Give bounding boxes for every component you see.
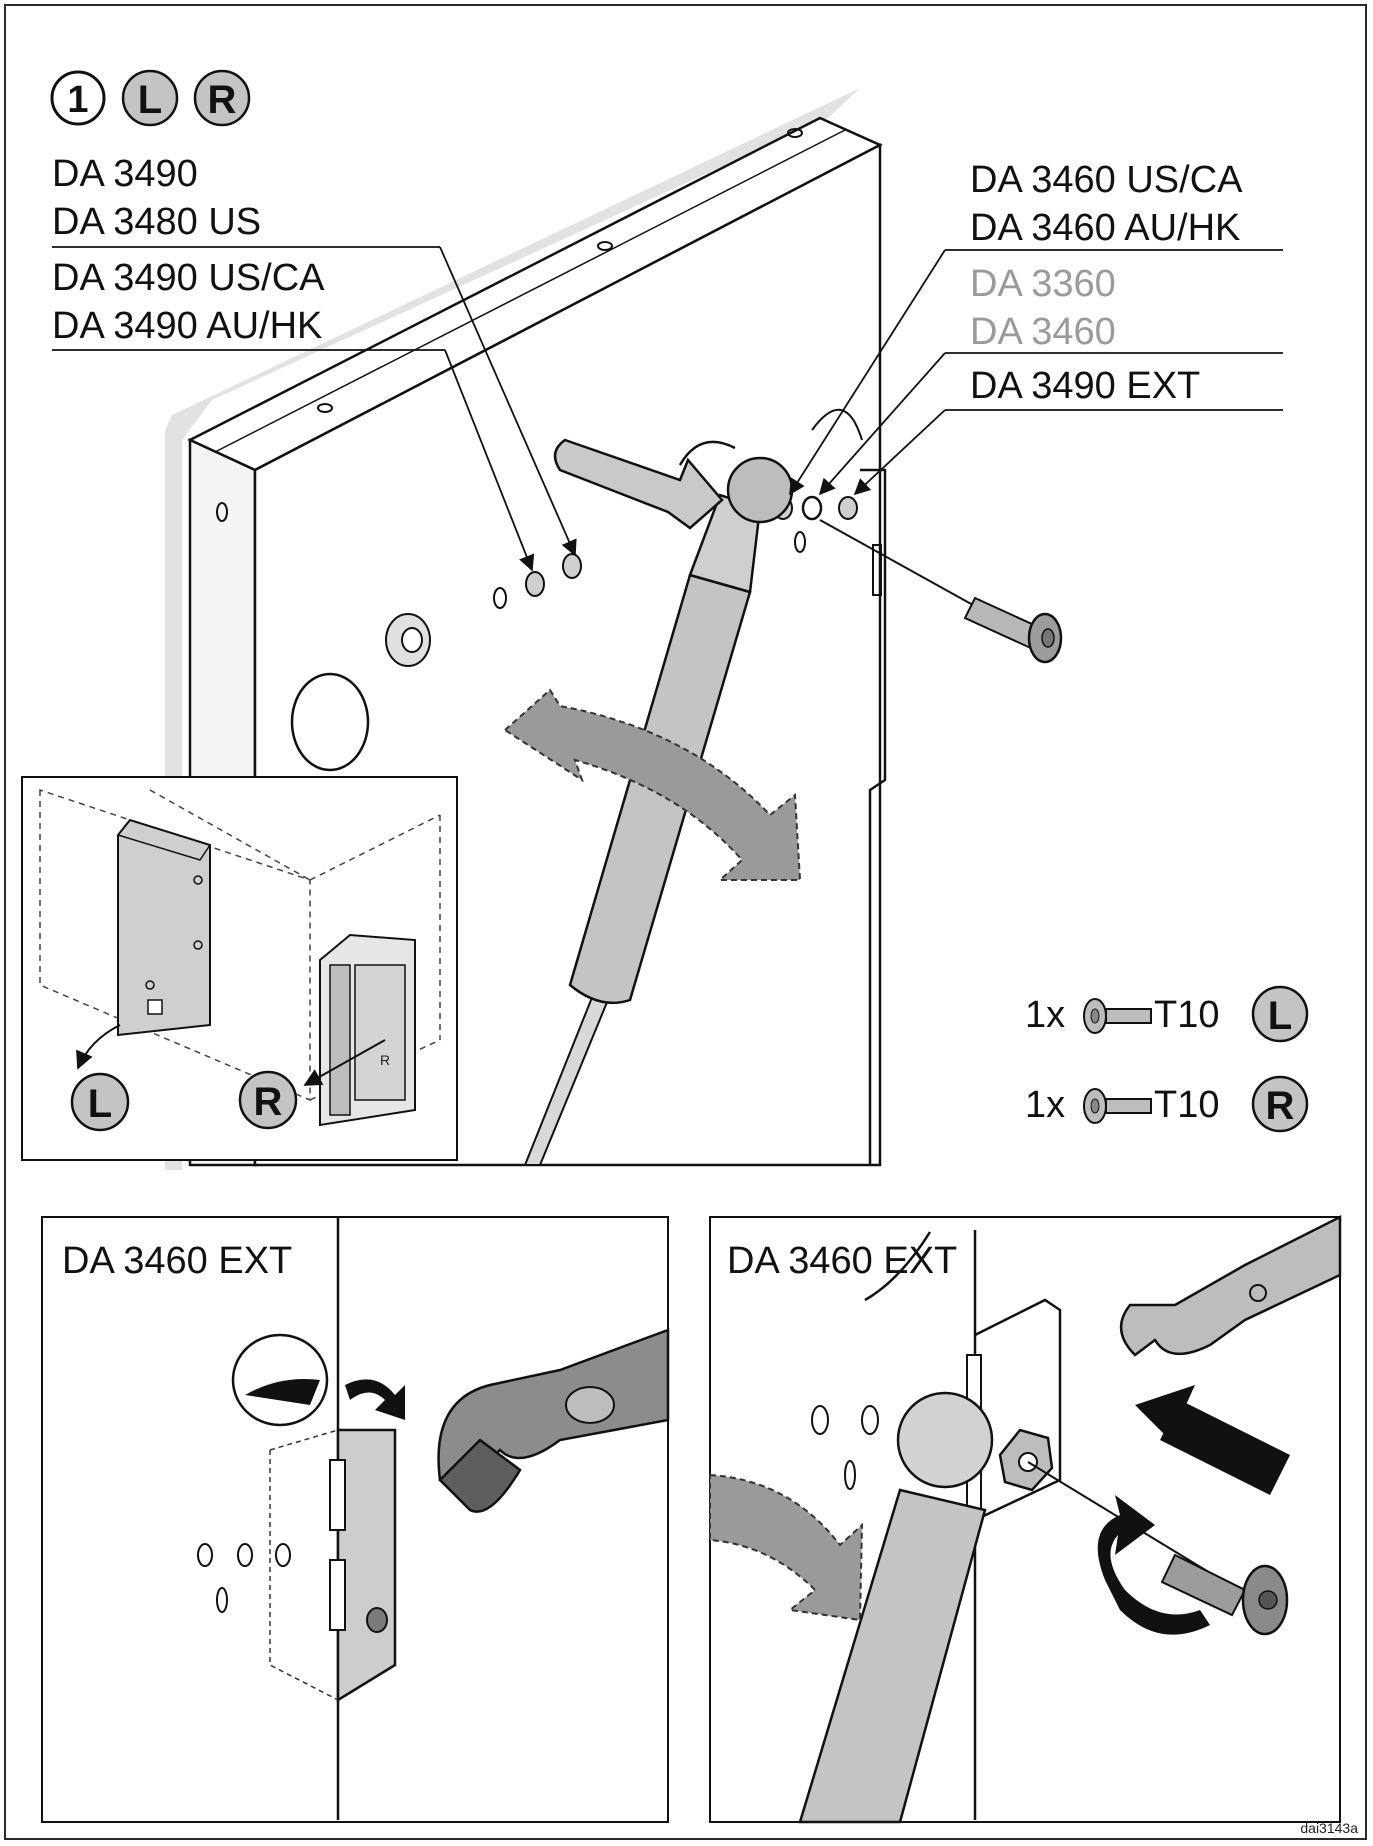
panel-title: DA 3460 EXT bbox=[727, 1240, 957, 1282]
leader-arrow bbox=[853, 409, 946, 496]
mount-hole-l1 bbox=[525, 571, 545, 597]
svg-text:T10: T10 bbox=[1154, 1084, 1219, 1126]
large-cutout bbox=[290, 672, 370, 772]
screw-icon bbox=[1083, 1088, 1152, 1124]
right-side-badge bbox=[1251, 1075, 1309, 1133]
rotation-arrow bbox=[503, 688, 802, 881]
svg-text:R: R bbox=[254, 1080, 283, 1124]
label-da-3460-us-ca: DA 3460 US/CA bbox=[970, 159, 1243, 201]
left-side-badge bbox=[70, 1072, 130, 1132]
svg-text:R: R bbox=[1266, 1084, 1295, 1128]
left-side-badge: L bbox=[121, 69, 179, 127]
parts-row-right: 1x T10 R bbox=[1025, 1075, 1309, 1133]
panel-title: DA 3460 EXT bbox=[62, 1240, 292, 1282]
lid-arc bbox=[811, 408, 863, 441]
leader-arrow bbox=[444, 349, 535, 572]
svg-text:T10: T10 bbox=[1154, 994, 1219, 1036]
screw-icon bbox=[1083, 998, 1152, 1034]
label-da-3460-au-hk: DA 3460 AU/HK bbox=[970, 207, 1240, 249]
svg-text:1x: 1x bbox=[1025, 1084, 1065, 1126]
leader-arrow bbox=[439, 246, 577, 557]
right-side-badge: R bbox=[193, 69, 251, 127]
mount-hole-l2 bbox=[562, 553, 582, 579]
label-da-3460: DA 3460 bbox=[970, 311, 1116, 353]
wrench-tool bbox=[553, 438, 736, 530]
top-hole bbox=[317, 403, 333, 413]
parts-row-left: 1x T10 L bbox=[1025, 985, 1309, 1043]
side-hole bbox=[216, 502, 228, 522]
inset-orientation-diagram: R L R bbox=[21, 776, 458, 1161]
svg-text:R: R bbox=[208, 78, 237, 122]
label-da-3490: DA 3490 bbox=[52, 153, 198, 195]
svg-text:1x: 1x bbox=[1025, 994, 1065, 1036]
panel-bottom-right: DA 3460 EXT bbox=[709, 1214, 1342, 1824]
right-bracket bbox=[860, 468, 887, 1165]
svg-text:L: L bbox=[1268, 994, 1292, 1038]
label-da-3490-ext: DA 3490 EXT bbox=[970, 365, 1200, 407]
mount-hole-r2 bbox=[801, 495, 823, 521]
leader-arrow bbox=[818, 352, 946, 496]
label-da-3360: DA 3360 bbox=[970, 263, 1116, 305]
svg-text:L: L bbox=[88, 1082, 112, 1126]
mount-hole-r3 bbox=[838, 496, 858, 520]
panel-bottom-left: DA 3460 EXT bbox=[41, 1216, 670, 1823]
leader-arrow bbox=[789, 249, 946, 496]
right-side-badge bbox=[238, 1070, 298, 1130]
mount-hole bbox=[493, 587, 507, 609]
panel-top-edge bbox=[214, 129, 846, 453]
top-hole bbox=[597, 241, 613, 251]
page-frame bbox=[4, 4, 1367, 1840]
screw-t10 bbox=[819, 519, 1063, 664]
left-side-badge bbox=[1251, 985, 1309, 1043]
step-number: 1 bbox=[67, 79, 88, 121]
figure-code: dai3143a bbox=[1300, 1820, 1358, 1836]
label-da-3480-us: DA 3480 US bbox=[52, 201, 261, 243]
step-badge: 1 bbox=[50, 70, 106, 126]
label-da-3490-au-hk: DA 3490 AU/HK bbox=[52, 305, 322, 347]
inset-marker-r: R bbox=[380, 1052, 390, 1068]
svg-text:L: L bbox=[138, 78, 162, 122]
mount-slot bbox=[794, 531, 806, 553]
label-da-3490-us-ca: DA 3490 US/CA bbox=[52, 257, 325, 299]
bracket-slot bbox=[872, 544, 882, 596]
top-hole bbox=[787, 128, 803, 138]
front-boss-hole bbox=[401, 627, 423, 653]
